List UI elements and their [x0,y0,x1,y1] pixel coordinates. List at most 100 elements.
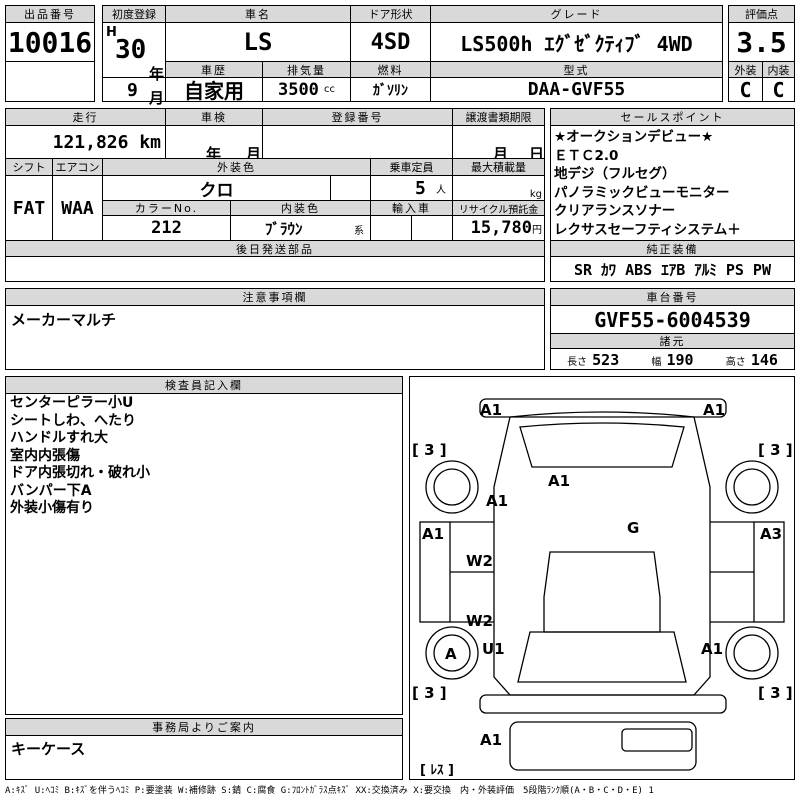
sales-item: ＥＴＣ2.0 [554,147,619,164]
inspector-line: 室内内張傷 [10,447,80,464]
mileage: 121,826 km [5,125,166,159]
damage-mark: A1 [422,525,445,543]
first-reg-label: 初度登録 [102,5,166,23]
ext-grade: C [728,77,763,102]
inspector-line: ハンドルすれ大 [10,430,108,446]
car-name-label: 車名 [165,5,351,23]
transfer-label: 譲渡書類期限 [452,108,545,126]
sales-item: 地デジ（フルセグ） [554,166,676,182]
damage-mark: [ 3 ] [412,684,447,702]
color-number: 212 [102,215,231,241]
office-note: キーケース [5,735,403,780]
inspector-line: ドア内張切れ・破れ小 [10,465,150,481]
capacity: 5 人 [370,175,453,201]
sales-points: ★オークションデビュー★ ＥＴＣ2.0 地デジ（フルセグ） パノラミックビューモ… [550,125,795,241]
grade: LS500h ｴｸﾞｾﾞｸﾃｨﾌﾞ 4WD [430,22,723,62]
transfer-date: 月日 [452,125,545,163]
damage-mark: [ 3 ] [758,684,793,702]
damage-mark: [ 3 ] [758,441,793,459]
model-code: DAA-GVF55 [430,77,723,102]
disp-label: 排気量 [262,61,351,78]
chassis-label: 車台番号 [550,288,795,306]
inspect-label: 車検 [165,108,263,126]
later-parts-label: 後日発送部品 [5,240,545,257]
int-color-suffix: 系 [354,226,364,237]
mileage-label: 走行 [5,108,166,126]
first-reg-year: H 30 年 [102,22,166,83]
width: 190 [666,350,694,369]
later-parts [5,256,545,282]
chassis-number: GVF55-6004539 [550,305,795,334]
ac: WAA [52,175,103,241]
damage-mark: W2 [466,552,493,570]
year: 30 [115,35,147,65]
load-unit: kg [452,175,545,201]
score: 3.5 [728,22,795,62]
damage-mark: U1 [482,640,505,658]
colorno-label: カラーNo. [102,200,231,216]
displacement: 3500 cc [262,77,351,102]
inspector-notes: センターピラー小U シートしわ、へたり ハンドルすれ大 室内内張傷 ドア内張切れ… [5,393,403,715]
ext-color: クロ [102,175,331,201]
notes: メーカーマルチ [5,305,545,370]
sales-item: パノラミックビューモニター [554,184,730,201]
notes-label: 注意事項欄 [5,288,545,306]
import-b [411,215,453,241]
shift-label: シフト [5,158,53,176]
year-unit: 年 [149,65,165,83]
recycle-unit: 円 [532,224,542,236]
door-label: ドア形状 [350,5,431,23]
int-grade: C [762,77,795,102]
lot-number: 10016 [5,22,95,62]
wid-label: 幅 [651,356,662,368]
disp-unit: cc [324,84,336,95]
grade-label: グレード [430,5,723,23]
shift: FAT [5,175,53,241]
color-extra [330,175,371,201]
damage-diagram: A1 A1 [ 3 ] [ 3 ] A1 A1 G A1 A3 W2 W2 U1… [409,376,795,780]
color-label: 外装色 [102,158,371,176]
fuel-label: 燃料 [350,61,431,78]
ext-label: 外装 [728,61,763,78]
damage-mark: A1 [703,401,726,419]
history-label: 車歴 [165,61,263,78]
legend-footer: A:ｷｽﾞ U:ﾍｺﾐ B:ｷｽﾞを伴うﾍｺﾐ P:要塗装 W:補修跡 S:錆 … [5,786,654,796]
intcolor-label: 内装色 [230,200,371,216]
cap-value: 5 [414,177,426,199]
inspector-line: 外装小傷有り [10,500,94,516]
model-label: 型式 [430,61,723,78]
car-name: LS [165,22,351,62]
history: 自家用 [165,77,263,102]
score-label: 評価点 [728,5,795,23]
first-reg-month: 9 月 [102,77,166,107]
damage-mark: A1 [548,472,571,490]
cap-label: 乗車定員 [370,158,453,176]
reg-number [262,125,453,159]
lot-label: 出品番号 [5,5,95,23]
int-color-value: ﾌﾞﾗｳﾝ [265,219,303,238]
car-outline-icon [419,398,785,771]
ac-label: エアコン [52,158,103,176]
damage-mark: A1 [486,492,509,510]
hei-label: 高さ [725,356,746,368]
damage-mark: A1 [480,731,503,749]
damage-mark: [ 3 ] [412,441,447,459]
damage-mark: [ ﾚｽ ] [420,763,454,778]
reg-label: 登録番号 [262,108,453,126]
int-color: ﾌﾞﾗｳﾝ 系 [230,215,371,241]
dimensions: 長さ 523 幅 190 高さ 146 [550,348,795,370]
damage-mark: A1 [701,640,724,658]
load-label: 最大積載量 [452,158,545,176]
office-label: 事務局よりご案内 [5,718,403,736]
inspector-label: 検査員記入欄 [5,376,403,394]
damage-mark: W2 [466,612,493,630]
height: 146 [750,350,778,369]
sales-label: セールスポイント [550,108,795,126]
import-a [370,215,412,241]
month-unit: 月 [149,89,165,107]
recycle-label: リサイクル預託金 [452,200,545,216]
damage-mark: A3 [760,525,783,543]
spec-label: 諸元 [550,333,795,349]
damage-mark: G [627,519,640,537]
